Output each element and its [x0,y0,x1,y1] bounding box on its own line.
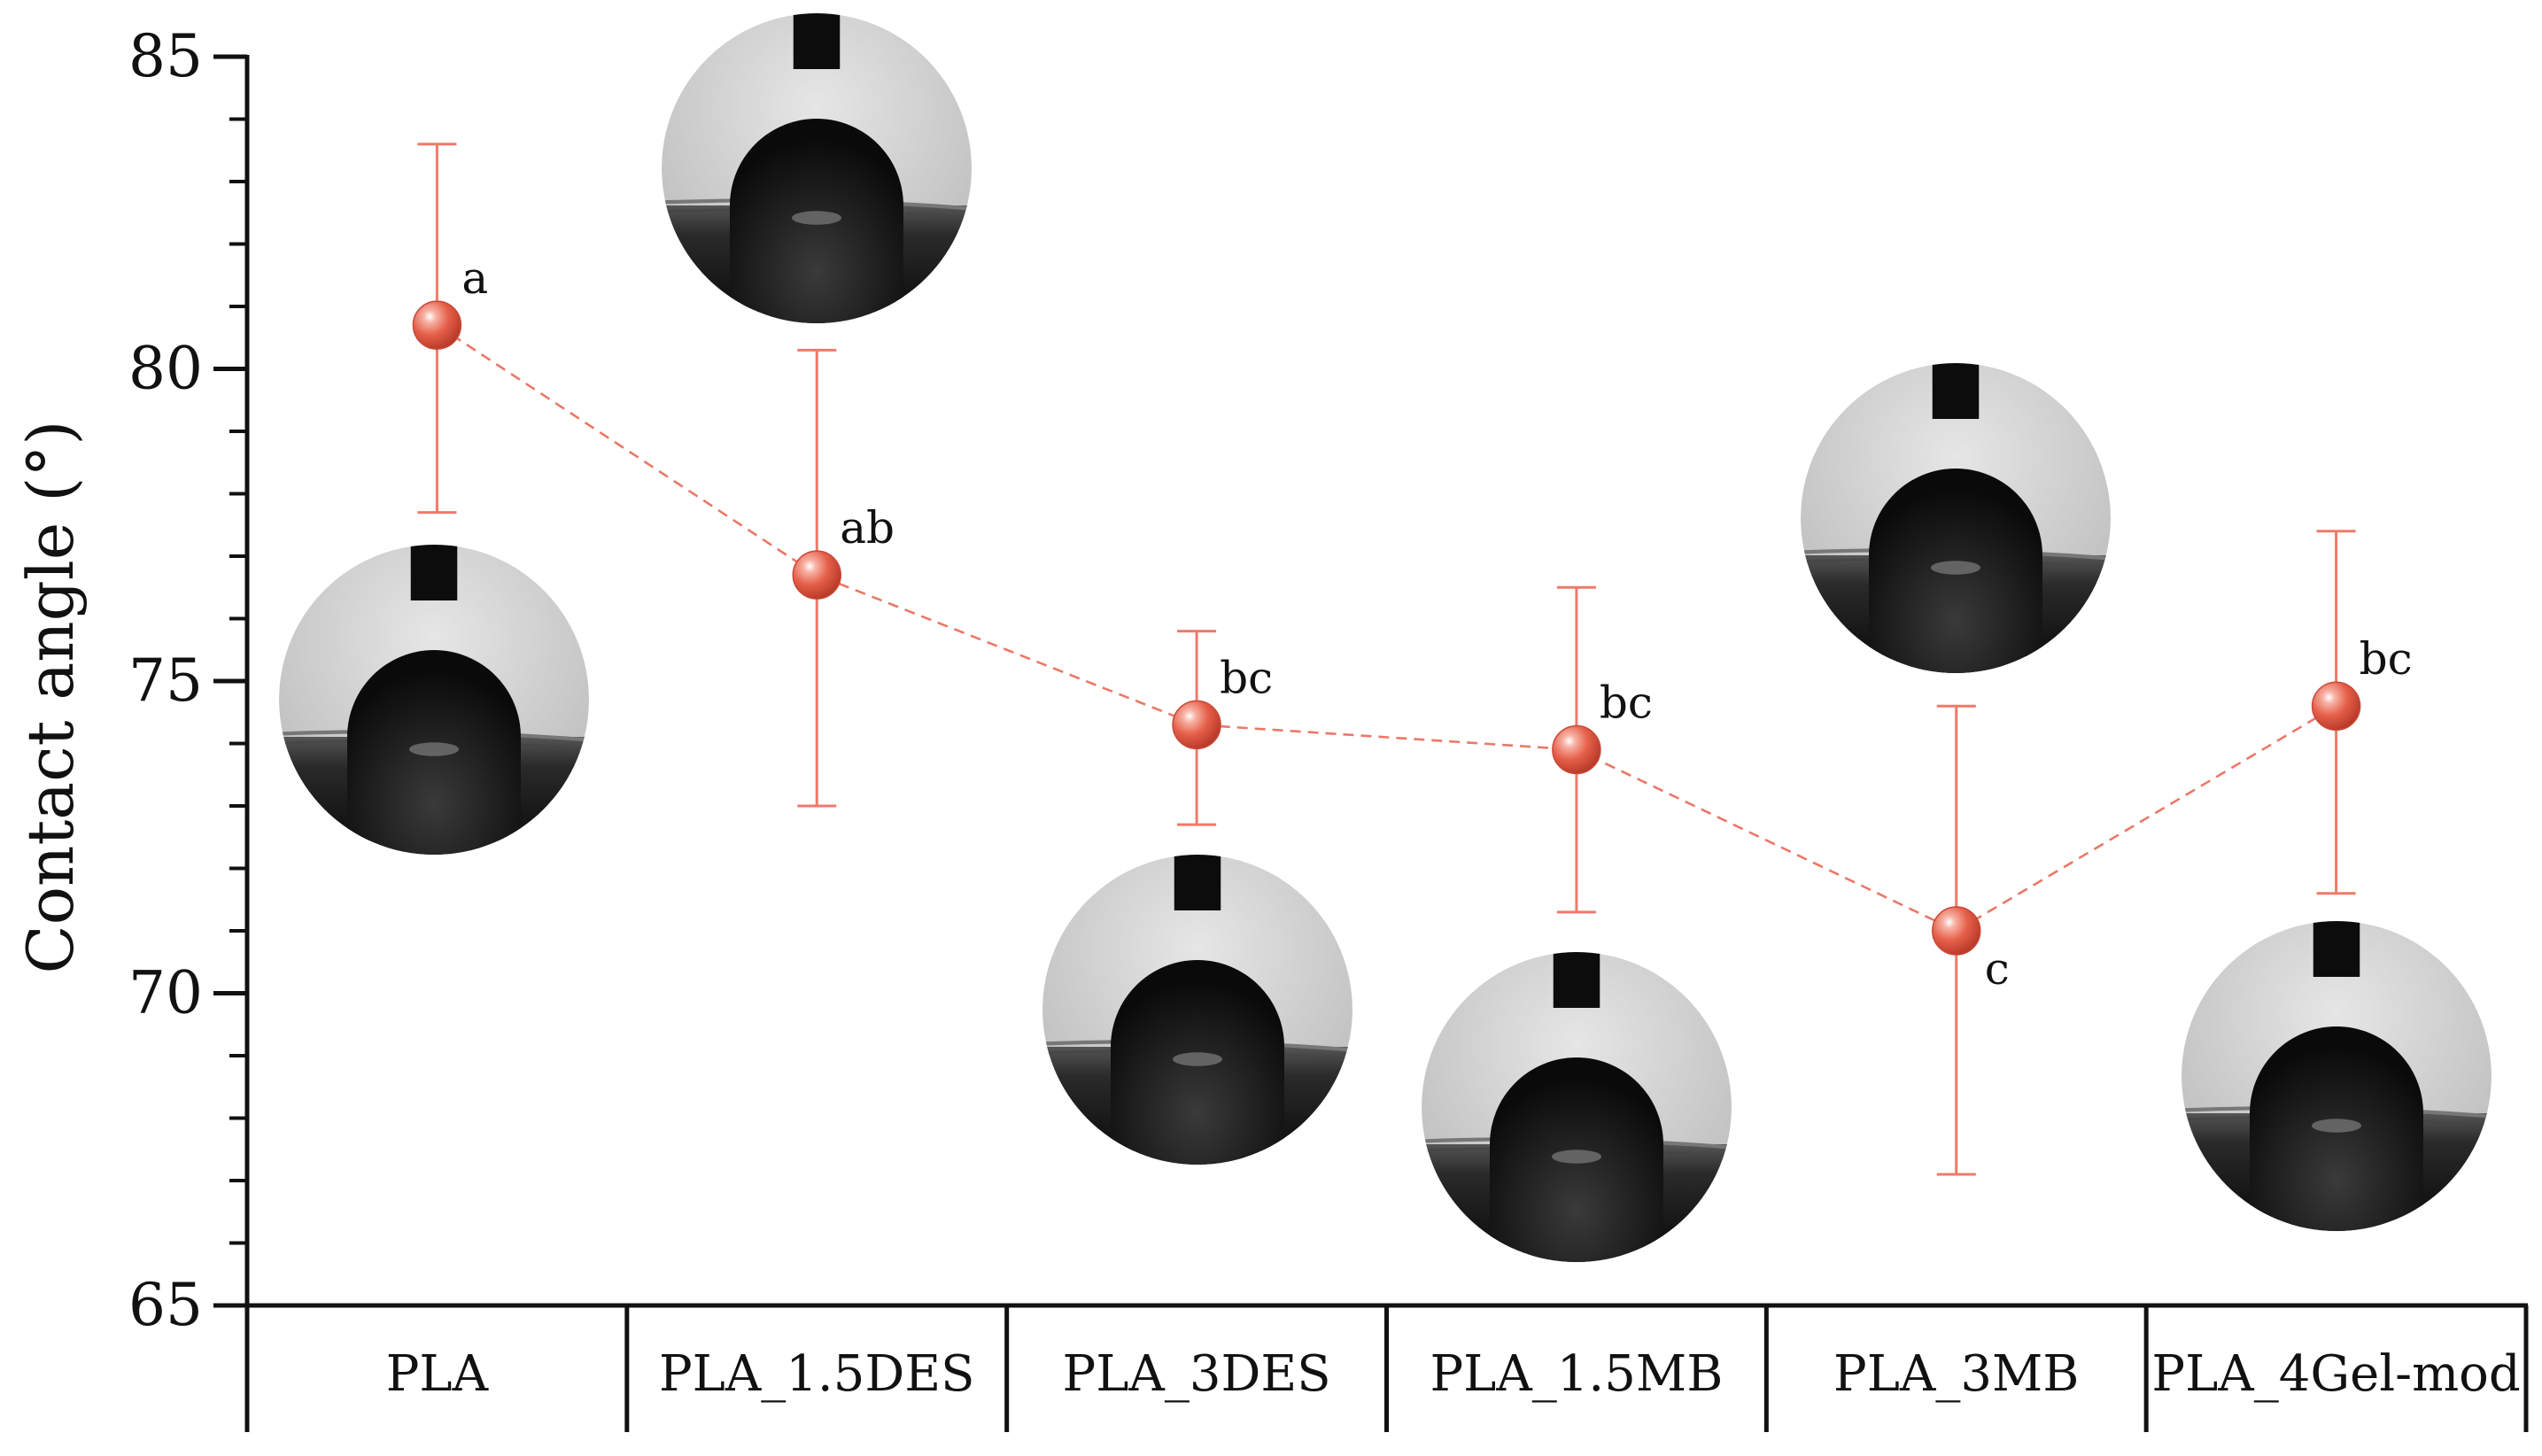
droplet-image [1422,952,1732,1262]
droplet-photo-2 [662,13,972,323]
data-point [1932,906,1981,956]
data-point [412,300,462,350]
plot-area: a ab bc bc c bc [412,143,2413,1176]
x-category-label: PLA_1.5MB [1430,1345,1723,1403]
significance-label: bc [2360,633,2413,685]
x-category-label: PLA_4Gel-mod [2151,1345,2520,1403]
y-axis-label: Contact angle (°) [13,421,88,974]
droplet-photo-1 [279,545,589,855]
droplet-image [1801,363,2111,673]
x-category-label: PLA_3MB [1833,1345,2079,1403]
x-category-label: PLA [386,1345,489,1403]
y-tick-label: 75 [128,647,203,715]
droplet-image [662,13,972,323]
droplet-photo-3 [1042,855,1352,1165]
y-tick-label: 65 [128,1271,203,1339]
x-category-label: PLA_3DES [1063,1345,1331,1403]
data-point [792,550,841,600]
data-point [2311,681,2361,731]
x-category-label: PLA_1.5DES [659,1345,975,1403]
y-tick-label: 70 [128,959,203,1027]
droplet-photo-6 [2182,921,2492,1231]
y-tick-label: 85 [128,22,203,90]
significance-label: c [1985,943,2010,995]
significance-label: bc [1220,652,1273,703]
droplet-image [279,545,589,855]
significance-label: bc [1600,678,1653,729]
droplet-photos [279,13,2492,1262]
droplet-photo-5 [1801,363,2111,673]
droplet-photo-4 [1422,952,1732,1262]
droplet-image [1042,855,1352,1165]
significance-label: ab [840,502,895,554]
data-point [1172,700,1221,750]
significance-label: a [461,252,488,304]
y-tick-label: 80 [128,335,203,403]
data-point [1552,724,1601,775]
droplet-image [2182,921,2492,1231]
series-connector-line [436,324,2337,933]
